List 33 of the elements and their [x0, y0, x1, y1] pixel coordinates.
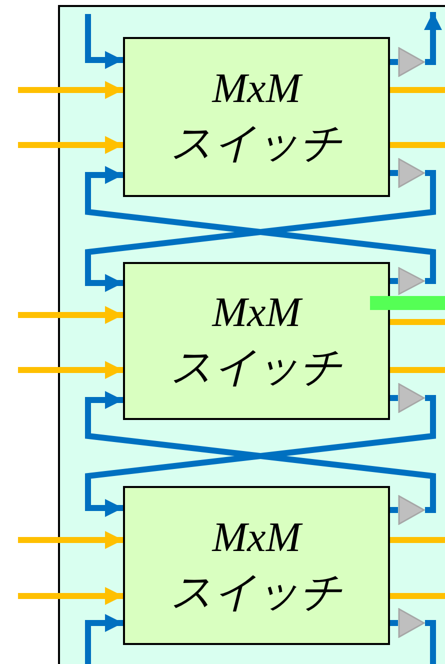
arrow — [18, 587, 123, 605]
indicator-bar — [370, 296, 445, 310]
switch-box: MxM スイッチ — [123, 37, 390, 197]
connector-line — [390, 620, 398, 626]
connector-line — [390, 87, 445, 93]
connector-line — [390, 278, 398, 284]
triangle-symbol — [398, 158, 425, 188]
arrow — [85, 14, 123, 69]
enclosure-box — [58, 5, 445, 664]
triangle-symbol — [398, 267, 425, 295]
connector-line — [390, 59, 398, 65]
arrow — [18, 81, 123, 99]
connector-line — [390, 395, 398, 401]
arrow — [85, 614, 123, 664]
arrow — [424, 12, 442, 65]
arrow — [18, 136, 123, 154]
triangle-symbol — [398, 608, 425, 638]
triangle-symbol — [398, 383, 425, 413]
connector-line — [390, 170, 398, 176]
arrow — [18, 531, 123, 549]
switch-box: MxM スイッチ — [123, 486, 390, 645]
triangle-symbol — [398, 495, 425, 525]
connector-line — [390, 142, 445, 148]
connector-line — [390, 507, 398, 513]
connector-line — [390, 593, 445, 599]
arrow — [18, 306, 123, 324]
switch-box: MxM スイッチ — [123, 262, 390, 420]
connector-line — [425, 620, 436, 664]
connector-line — [390, 319, 445, 325]
connector-line — [390, 537, 445, 543]
connector-line — [390, 367, 445, 373]
arrow — [18, 361, 123, 379]
triangle-symbol — [398, 47, 425, 77]
